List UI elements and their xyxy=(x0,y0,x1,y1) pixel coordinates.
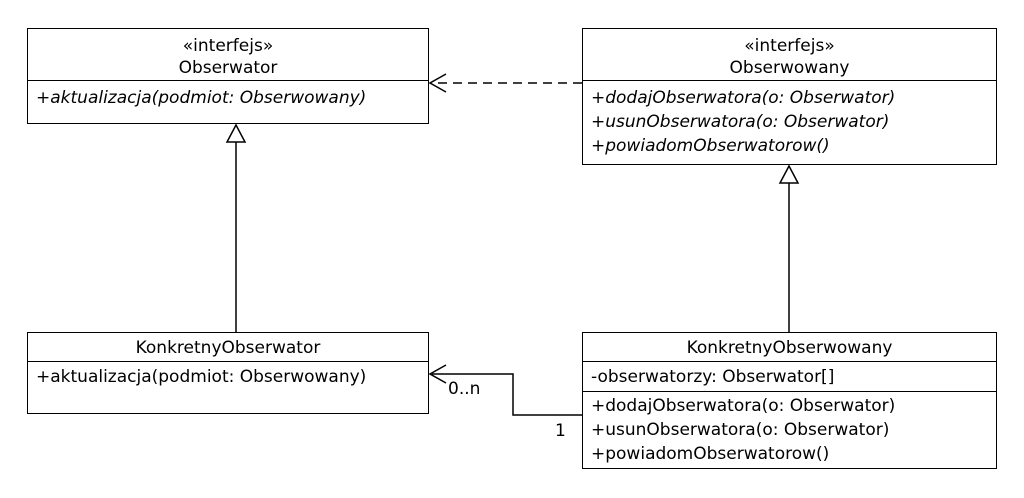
operation: +aktualizacja(podmiot: Obserwowany) xyxy=(36,88,367,108)
operation: +powiadomObserwatorow() xyxy=(591,444,830,464)
concrete-subject-box: KonkretnyObserwowany -obserwatorzy: Obse… xyxy=(582,332,997,469)
subject-interface-box: «interfejs» Obserwowany +dodajObserwator… xyxy=(582,28,997,165)
subject-interface-name: Obserwowany xyxy=(729,58,850,78)
observer-interface-operations: +aktualizacja(podmiot: Obserwowany) xyxy=(28,80,428,110)
operation: +powiadomObserwatorow() xyxy=(591,136,830,156)
concrete-observer-name: KonkretnyObserwator xyxy=(135,338,321,358)
concrete-observer-header: KonkretnyObserwator xyxy=(28,333,428,361)
operation: +dodajObserwatora(o: Obserwator) xyxy=(591,88,896,108)
operation: +aktualizacja(podmiot: Obserwowany) xyxy=(36,367,367,387)
concrete-subject-header: KonkretnyObserwowany xyxy=(583,333,996,361)
subject-interface-operations: +dodajObserwatora(o: Obserwator) +usunOb… xyxy=(583,80,996,158)
attribute: -obserwatorzy: Obserwator[] xyxy=(591,367,835,387)
observer-interface-header: «interfejs» Obserwator xyxy=(28,29,428,80)
concrete-subject-name: KonkretnyObserwowany xyxy=(686,338,893,358)
association-arrowhead xyxy=(428,364,447,384)
dependency-arrowhead xyxy=(428,73,447,93)
realization-triangle-subject xyxy=(778,164,800,184)
subject-interface-header: «interfejs» Obserwowany xyxy=(583,29,996,80)
multiplicity-observer-end: 0..n xyxy=(448,379,481,399)
multiplicity-subject-end: 1 xyxy=(555,421,566,441)
concrete-subject-attributes: -obserwatorzy: Obserwator[] xyxy=(583,361,996,391)
operation: +dodajObserwatora(o: Obserwator) xyxy=(591,396,896,416)
operation: +usunObserwatora(o: Obserwator) xyxy=(591,420,890,440)
concrete-subject-operations: +dodajObserwatora(o: Obserwator) +usunOb… xyxy=(583,391,996,466)
concrete-observer-operations: +aktualizacja(podmiot: Obserwowany) xyxy=(28,361,428,389)
operation: +usunObserwatora(o: Obserwator) xyxy=(591,112,890,132)
observer-interface-name: Obserwator xyxy=(178,58,278,78)
realization-triangle-observer xyxy=(225,123,247,143)
association-line xyxy=(432,373,582,416)
observer-interface-stereotype: «interfejs» xyxy=(182,36,274,56)
subject-interface-stereotype: «interfejs» xyxy=(744,36,835,56)
observer-interface-box: «interfejs» Obserwator +aktualizacja(pod… xyxy=(27,28,429,124)
concrete-observer-box: KonkretnyObserwator +aktualizacja(podmio… xyxy=(27,332,429,414)
